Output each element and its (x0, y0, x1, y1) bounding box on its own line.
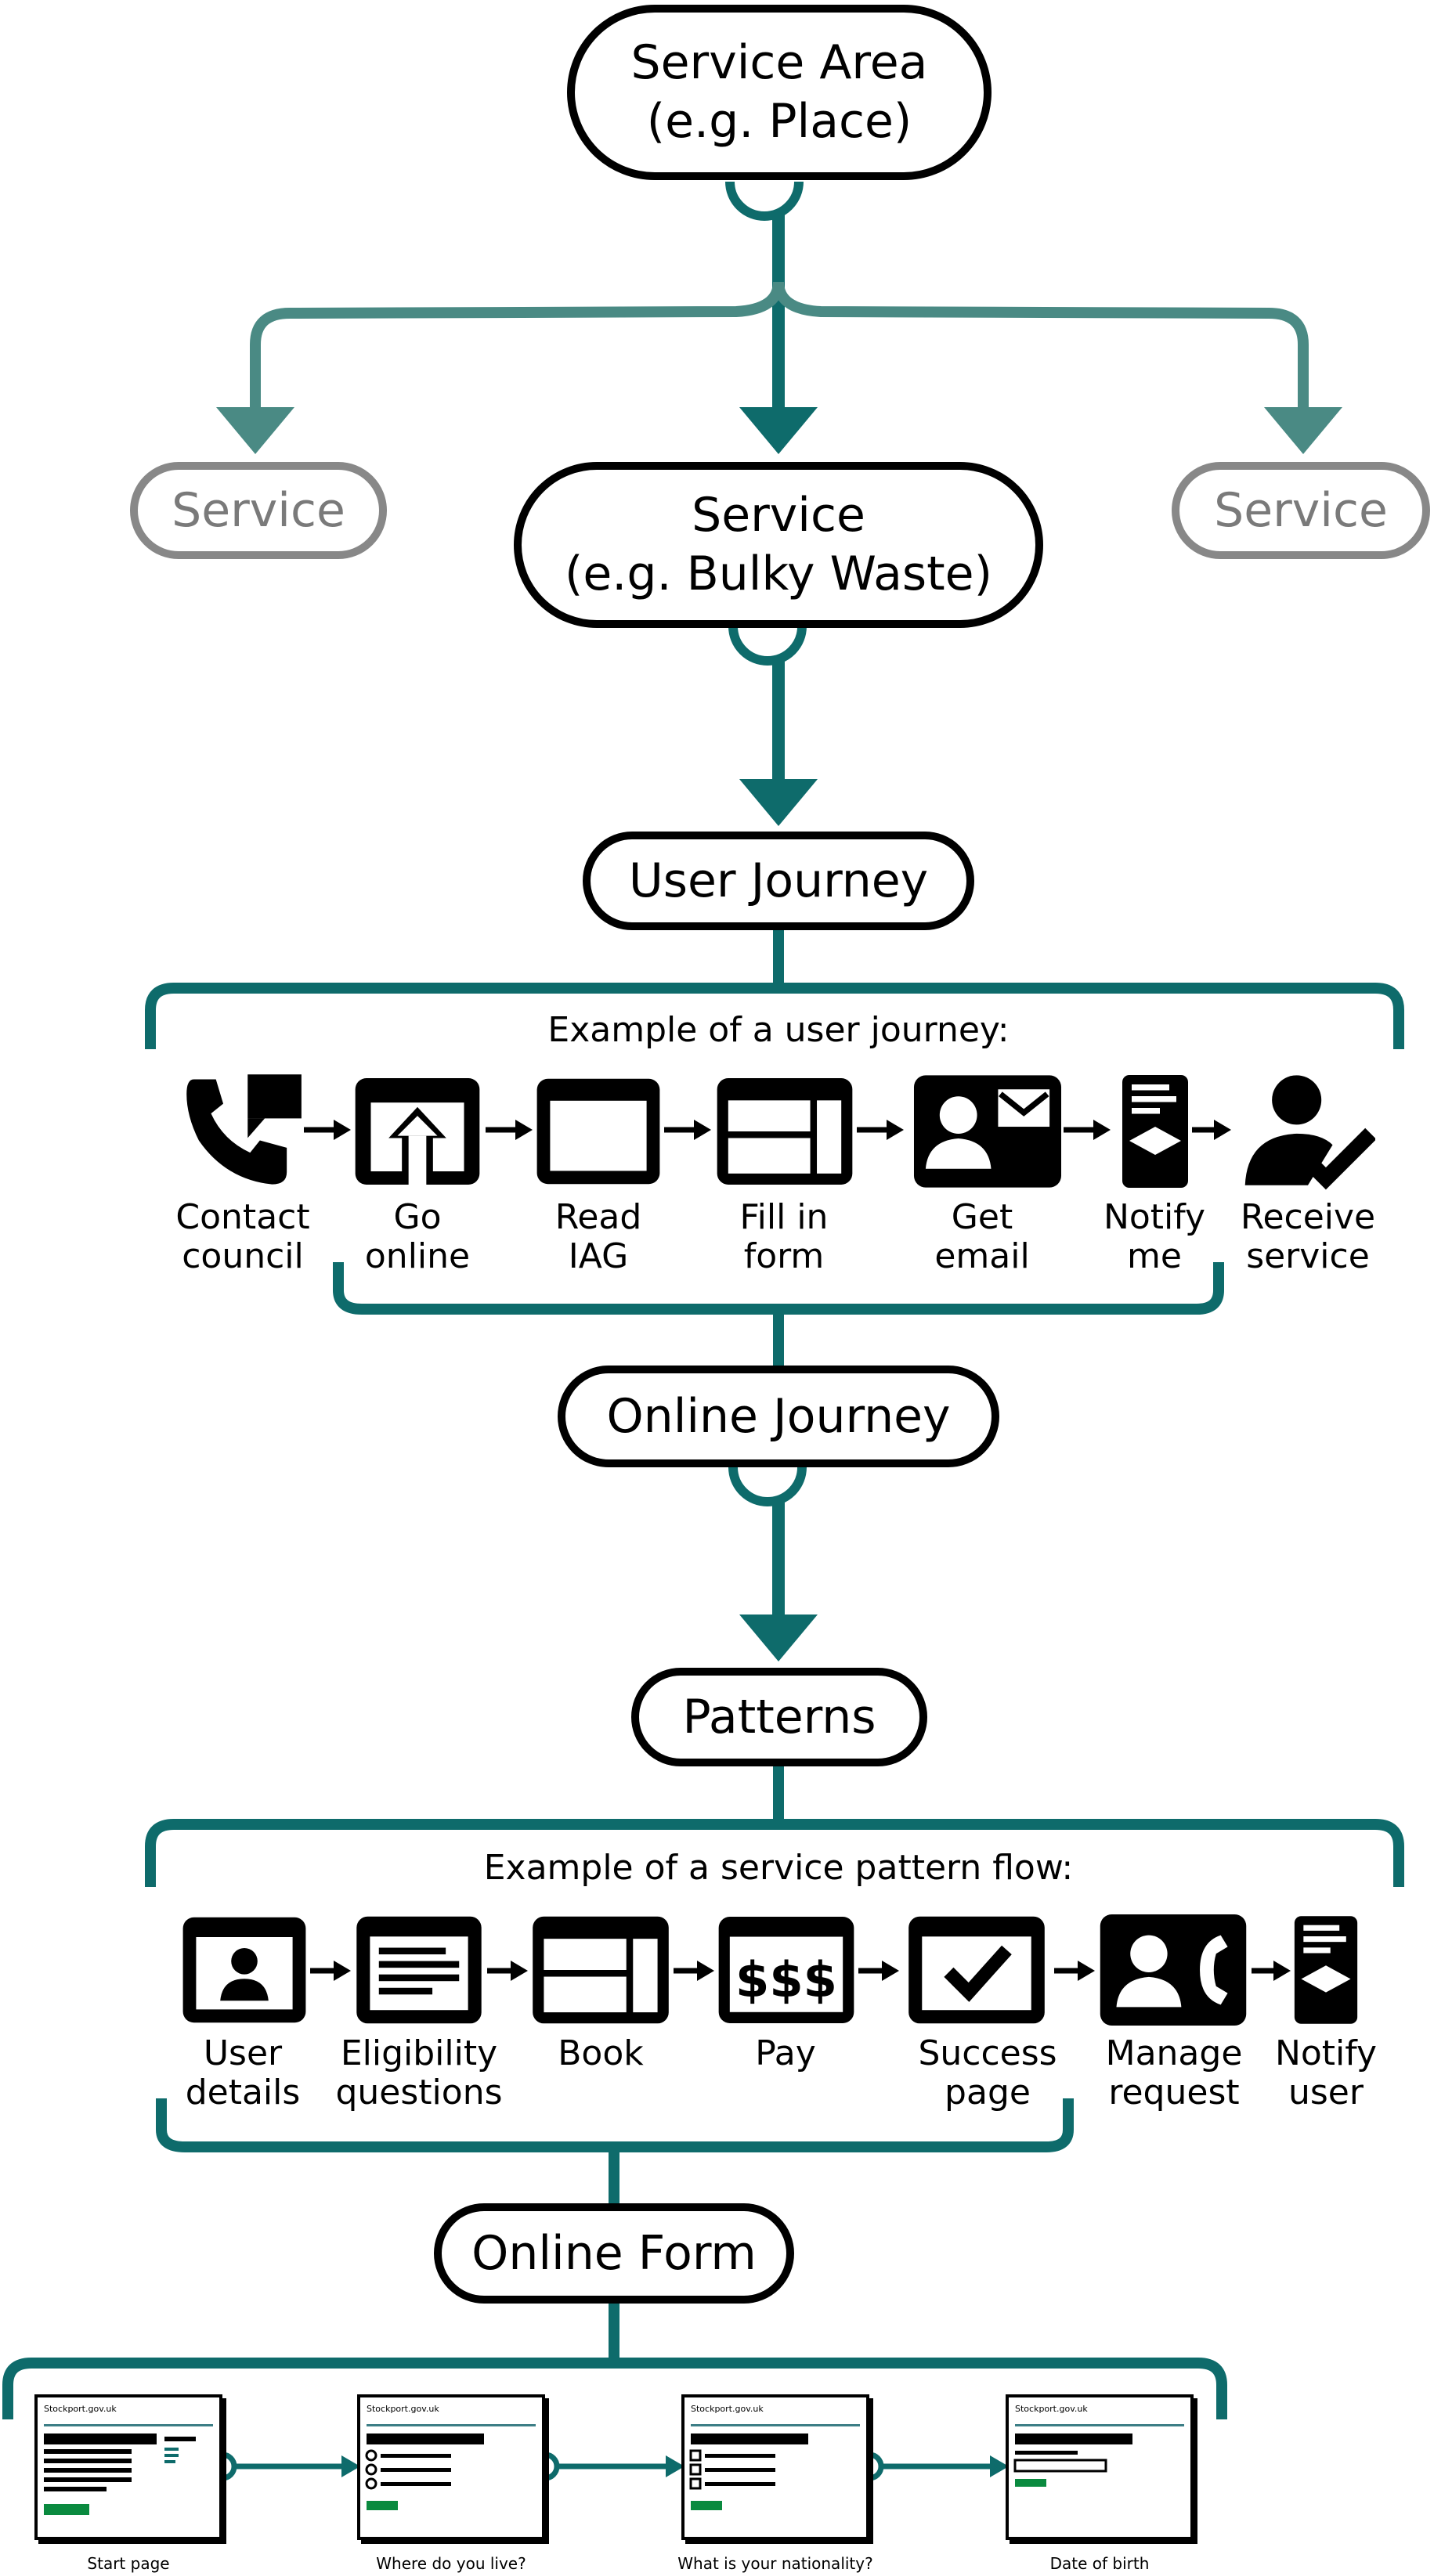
checkmark-icon (908, 1916, 1045, 2024)
page-brand: Stockport.gov.uk (44, 2404, 117, 2414)
service-node-right: Service (1172, 462, 1430, 559)
user-journey-step-arrows (304, 1120, 1231, 1140)
online-journey-node: Online Journey (558, 1366, 999, 1467)
notification-envelope-icon (1122, 1075, 1188, 1188)
dollar-icon: $$$ (718, 1917, 854, 2023)
user-journey-label: User Journey (628, 853, 929, 908)
user-journey-example-title: Example of a user journey: (547, 1010, 1010, 1050)
page-content (44, 2433, 196, 2515)
form-page-date-of-birth: Stockport.gov.uk (1006, 2394, 1194, 2540)
form-page-nationality: Stockport.gov.uk (681, 2394, 869, 2540)
user-journey-node: User Journey (583, 832, 974, 930)
form-page-start-caption: Start page (87, 2554, 170, 2573)
page-content (1013, 2433, 1132, 2487)
online-journey-label: Online Journey (606, 1388, 951, 1444)
service-main-subtitle: (e.g. Bulky Waste) (564, 547, 993, 601)
arrow-head-user-journey (739, 779, 818, 826)
form-page-nationality-caption: What is your nationality? (677, 2554, 873, 2573)
person-check-icon (1244, 1075, 1375, 1190)
svg-text:$$$: $$$ (735, 1951, 837, 2008)
service-area-connectors (250, 181, 1309, 415)
notification-envelope-icon (1294, 1916, 1358, 2024)
page-brand: Stockport.gov.uk (691, 2404, 764, 2414)
service-area-title: Service Area (630, 35, 928, 90)
service-right-label: Service (1214, 482, 1388, 538)
window-icon (536, 1078, 660, 1185)
phone-chat-icon (186, 1074, 302, 1185)
form-page-where-do-you-live-caption: Where do you live? (376, 2554, 526, 2573)
page-content (365, 2433, 484, 2510)
user-journey-bracket (145, 930, 1404, 1369)
contact-phone-icon (1100, 1914, 1247, 2026)
arrow-head-center (739, 407, 818, 454)
page-brand: Stockport.gov.uk (1015, 2404, 1088, 2414)
online-form-label: Online Form (471, 2225, 757, 2281)
service-left-label: Service (172, 482, 345, 538)
pattern-step-arrows (310, 1961, 1291, 1981)
service-main-title: Service (692, 488, 865, 543)
arrow-head-patterns (739, 1615, 818, 1661)
page-brand: Stockport.gov.uk (367, 2404, 439, 2414)
arrow-head-left (216, 407, 294, 454)
pattern-example-title: Example of a service pattern flow: (483, 1848, 1074, 1888)
form-page-where-do-you-live: Stockport.gov.uk (357, 2394, 545, 2540)
patterns-node: Patterns (631, 1668, 927, 1766)
document-lines-icon (356, 1916, 482, 2024)
upload-icon (355, 1078, 480, 1185)
pattern-step-3-label: Book (558, 2033, 644, 2073)
online-form-bracket (2, 2302, 1227, 2419)
contact-email-icon (913, 1075, 1062, 1188)
form-page-connectors (208, 2452, 993, 2481)
arrow-head-right (1264, 407, 1342, 454)
form-icon (717, 1078, 853, 1185)
service-area-subtitle: (e.g. Place) (646, 94, 912, 149)
pattern-step-4-label: Pay (755, 2033, 816, 2073)
patterns-label: Patterns (682, 1689, 876, 1744)
form-page-date-of-birth-caption: Date of birth (1049, 2554, 1150, 2573)
form-page-start: Stockport.gov.uk (34, 2394, 222, 2540)
service-node-left: Service (130, 462, 387, 559)
online-form-node: Online Form (434, 2203, 794, 2304)
user-card-icon (182, 1917, 306, 2023)
page-content (689, 2433, 808, 2510)
service-node-main: Service (e.g. Bulky Waste) (514, 462, 1043, 628)
service-area-node: Service Area (e.g. Place) (567, 5, 992, 180)
patterns-bracket (145, 1766, 1404, 2206)
form-icon (533, 1916, 669, 2024)
